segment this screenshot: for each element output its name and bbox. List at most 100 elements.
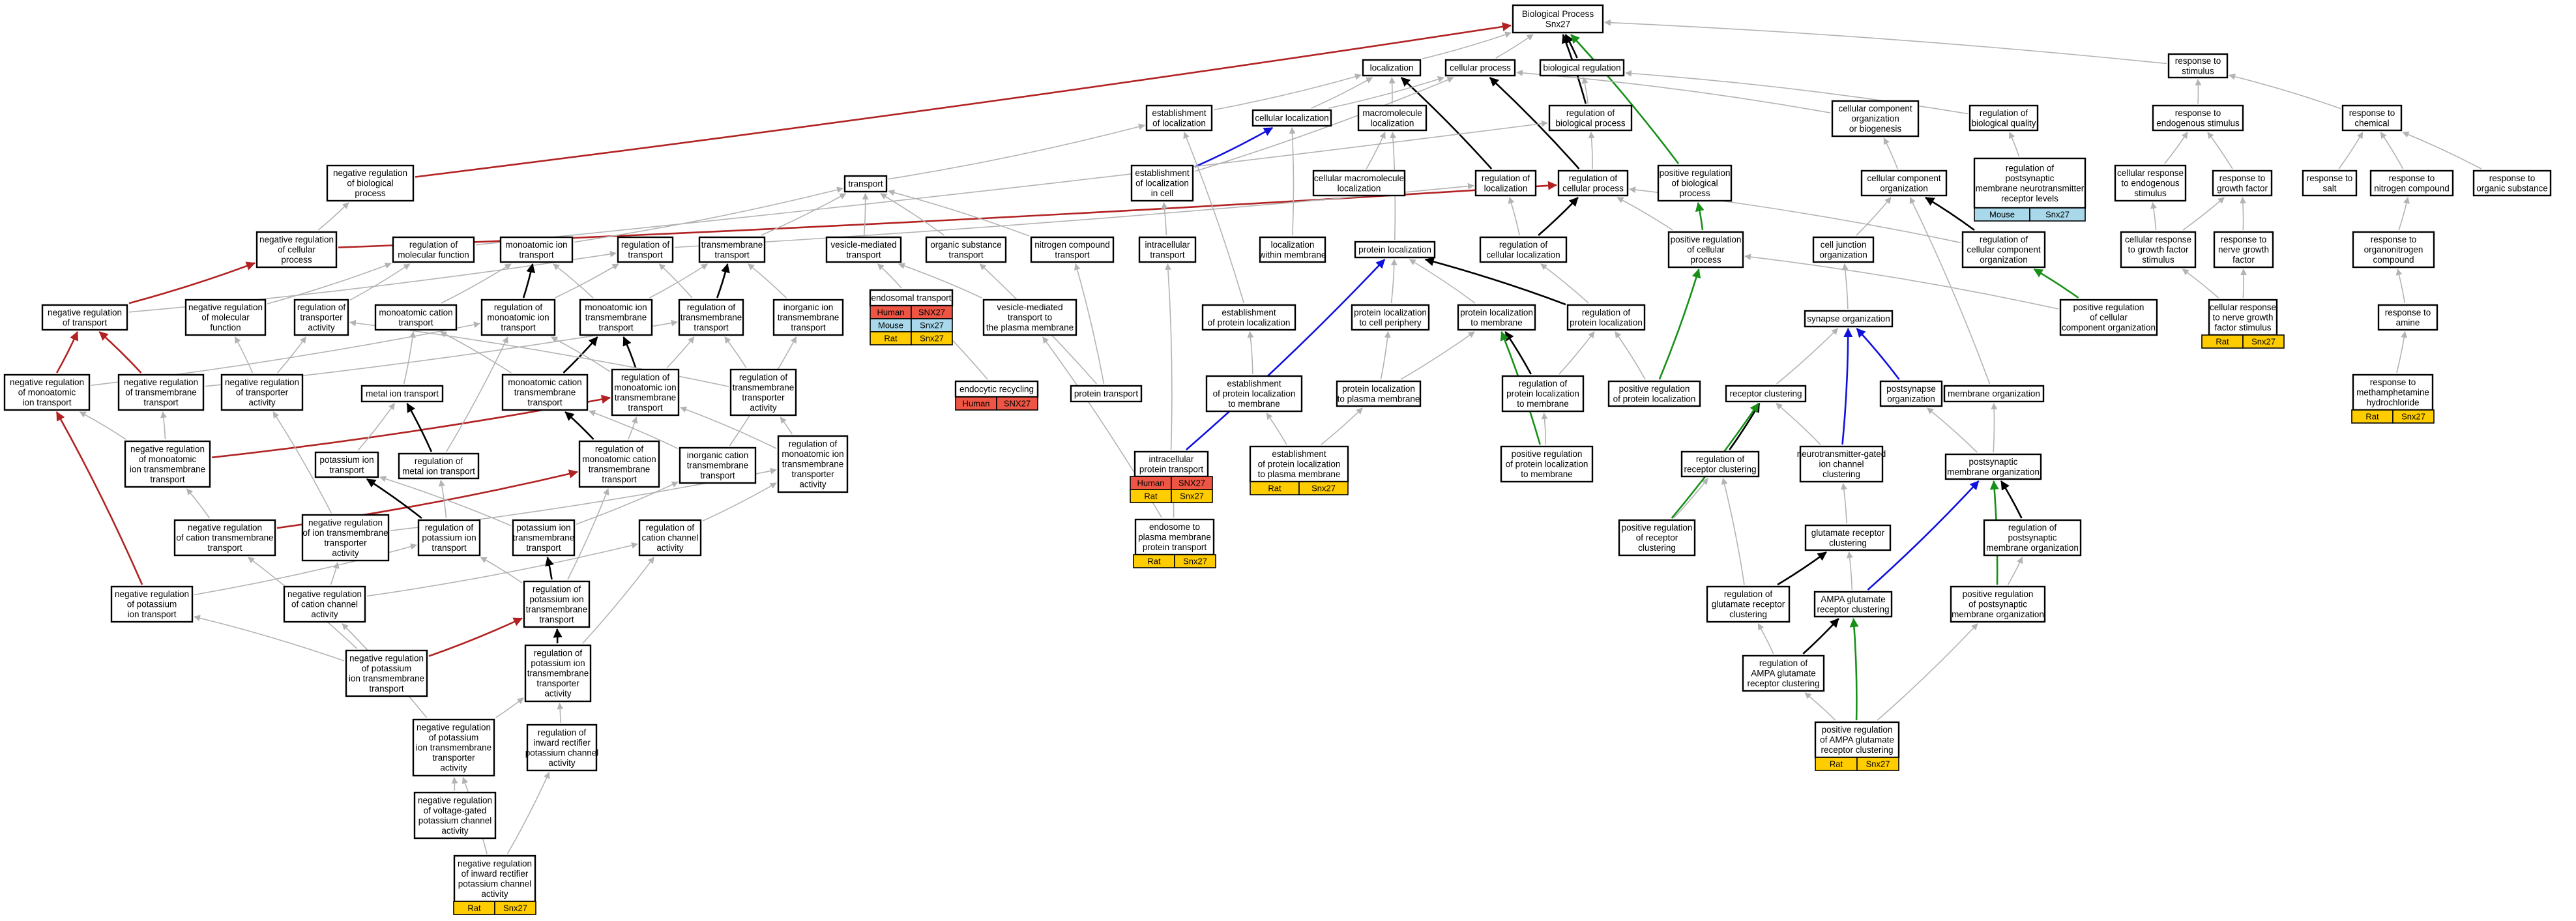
go-term-node[interactable]: membrane organization xyxy=(1943,385,2045,403)
go-term-node[interactable]: regulation oftransmembranetransporteract… xyxy=(729,368,797,417)
go-term-node[interactable]: protein localization xyxy=(1354,241,1436,259)
go-term-node[interactable]: biological regulation xyxy=(1539,59,1625,77)
go-term-node[interactable]: localization xyxy=(1362,59,1422,77)
go-term-node[interactable]: transport xyxy=(843,175,888,193)
go-term-node[interactable]: protein transport xyxy=(1070,385,1143,403)
go-term-node[interactable]: cellular localization xyxy=(1251,109,1332,127)
go-term-node[interactable]: receptor clustering xyxy=(1725,385,1807,403)
go-term-node[interactable]: synapse organization xyxy=(1804,310,1894,328)
